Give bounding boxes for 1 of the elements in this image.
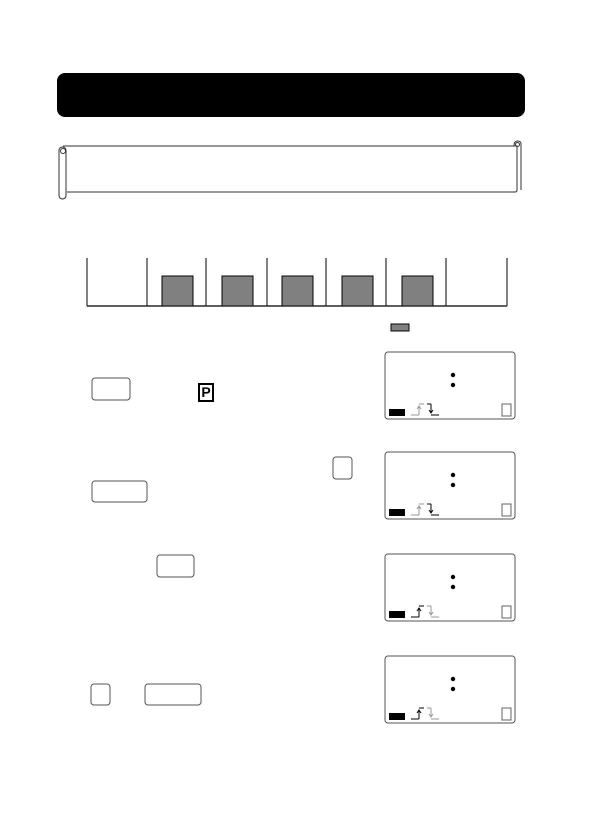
mode-indicator: P bbox=[198, 383, 214, 402]
